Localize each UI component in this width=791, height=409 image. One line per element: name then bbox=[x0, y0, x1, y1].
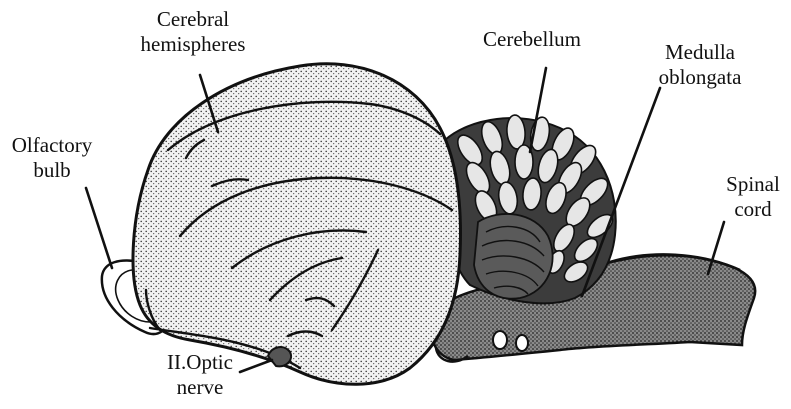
ventral-knob bbox=[516, 335, 528, 351]
label-line: nerve bbox=[150, 375, 250, 400]
label-medulla-oblongata: Medulla oblongata bbox=[640, 40, 760, 90]
label-line: Cerebral bbox=[118, 7, 268, 32]
label-cerebral-hemispheres: Cerebral hemispheres bbox=[118, 7, 268, 57]
leader-olfactory bbox=[86, 188, 112, 268]
label-line: Cerebellum bbox=[466, 27, 598, 52]
label-optic-nerve: II.Optic nerve bbox=[150, 350, 250, 400]
label-line: Medulla bbox=[640, 40, 760, 65]
label-line: hemispheres bbox=[118, 32, 268, 57]
label-line: Olfactory bbox=[2, 133, 102, 158]
label-line: cord bbox=[716, 197, 790, 222]
ventral-knob bbox=[493, 331, 507, 349]
label-line: II.Optic bbox=[150, 350, 250, 375]
optic-nerve-shape bbox=[268, 347, 291, 366]
label-spinal-cord: Spinal cord bbox=[716, 172, 790, 222]
label-line: bulb bbox=[2, 158, 102, 183]
cerebral-hemisphere-shape bbox=[133, 64, 460, 384]
label-olfactory-bulb: Olfactory bulb bbox=[2, 133, 102, 183]
label-cerebellum: Cerebellum bbox=[466, 27, 598, 52]
label-line: Spinal bbox=[716, 172, 790, 197]
label-line: oblongata bbox=[640, 65, 760, 90]
